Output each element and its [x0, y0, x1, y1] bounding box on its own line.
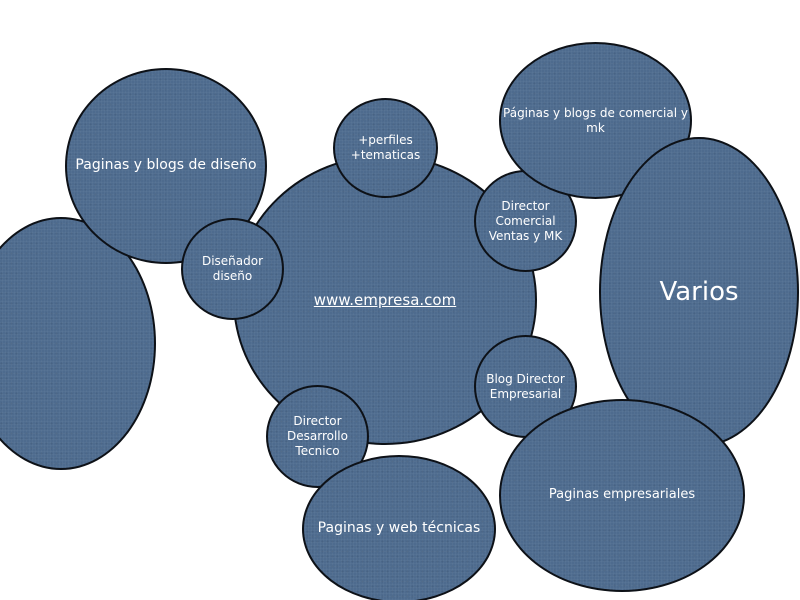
bubble-commercial-mk-blogs-label: Páginas y blogs de comercial y mk [503, 105, 688, 135]
main-website-link[interactable]: www.empresa.com [313, 290, 457, 309]
bubble-designer-label: Diseñador diseño [201, 254, 264, 283]
empty-bubble [0, 217, 156, 470]
bubble-business-pages: Paginas empresariales [499, 399, 745, 592]
bubble-various-label: Varios [659, 276, 739, 307]
bubble-various: Varios [599, 137, 799, 447]
bubble-technical-sites-label: Paginas y web técnicas [317, 520, 481, 537]
bubble-business-pages-label: Paginas empresariales [548, 487, 696, 503]
bubble-profiles-topics: +perfiles +tematicas [333, 98, 438, 198]
bubble-design-blogs-label: Paginas y blogs de diseño [75, 157, 257, 174]
bubble-profiles-topics-label: +perfiles +tematicas [350, 133, 421, 162]
bubble-commercial-director-label: Director Comercial Ventas y MK [488, 198, 563, 243]
bubble-development-director-label: Director Desarrollo Tecnico [287, 414, 348, 458]
bubble-designer: Diseñador diseño [181, 218, 284, 320]
bubble-technical-sites: Paginas y web técnicas [302, 455, 496, 600]
bubble-director-blog-label: Blog Director Empresarial [486, 371, 565, 401]
